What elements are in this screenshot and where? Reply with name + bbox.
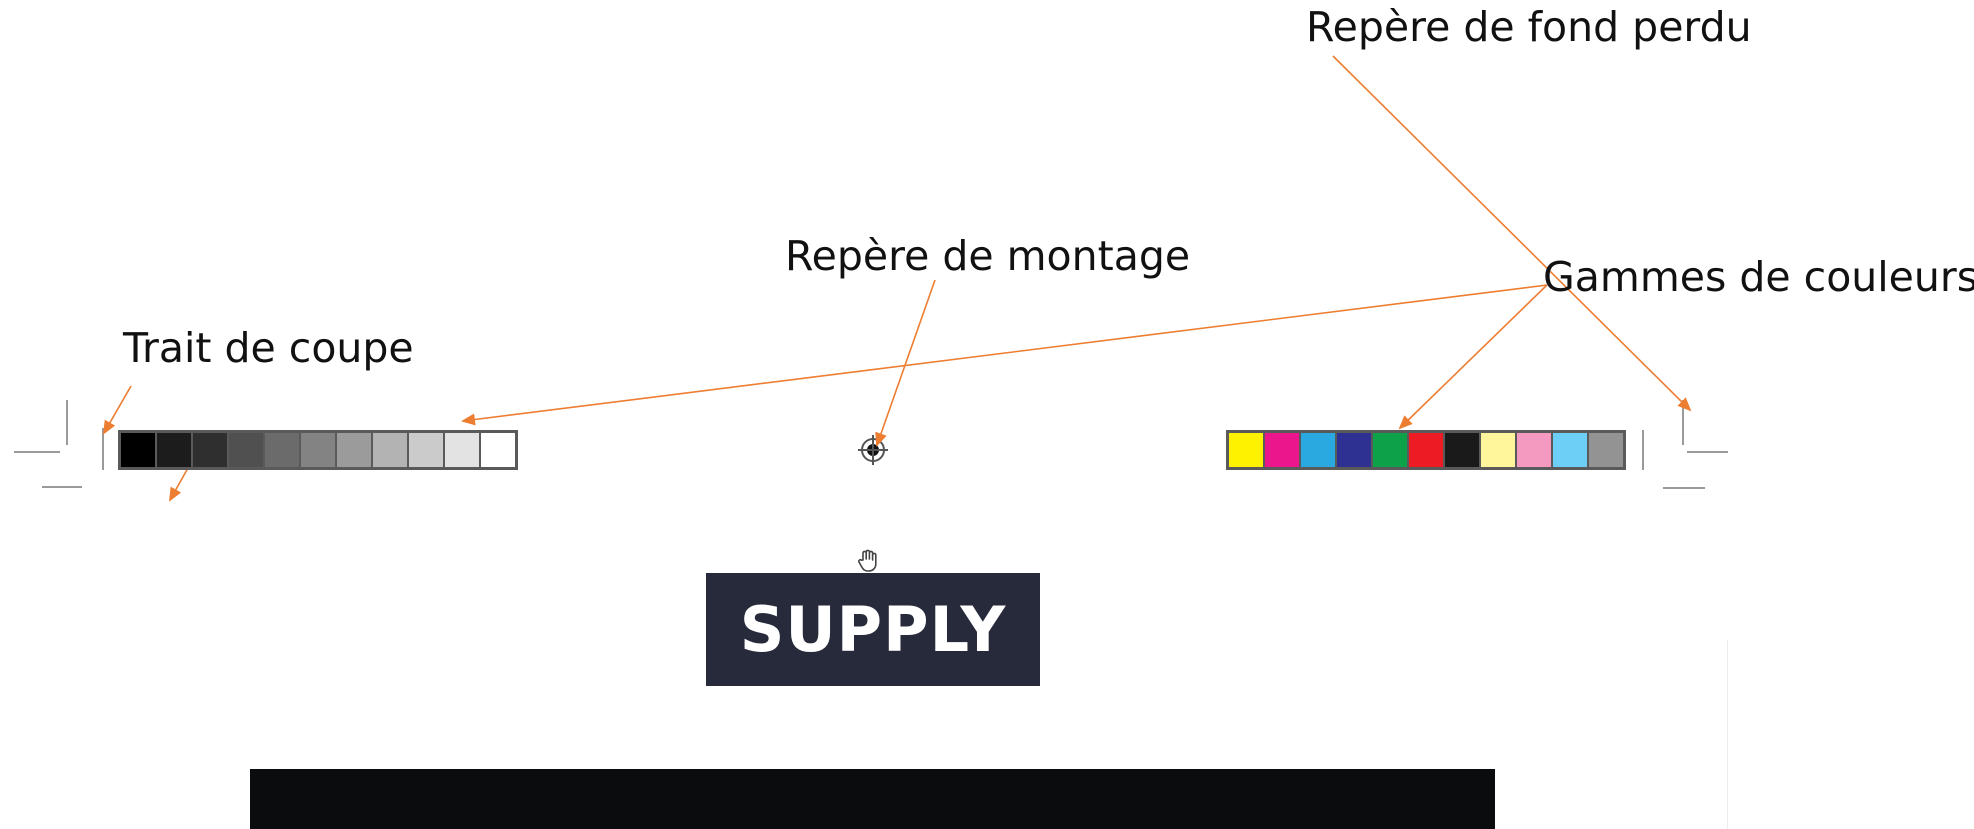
crop-mark-label: Trait de coupe: [123, 324, 414, 372]
right-crop-marks: [1642, 400, 1728, 489]
gray-swatch-2: [157, 433, 191, 467]
color-swatch-1: [1229, 433, 1263, 467]
gray-swatch-3: [193, 433, 227, 467]
bleed-mark-label: Repère de fond perdu: [1306, 3, 1752, 51]
color-swatch-3: [1301, 433, 1335, 467]
gray-swatch-9: [409, 433, 443, 467]
color-swatch-4: [1337, 433, 1371, 467]
color-swatch-8: [1481, 433, 1515, 467]
color-bars-label: Gammes de couleurs: [1543, 253, 1974, 301]
arrow-gray-color-bar: [461, 284, 1548, 426]
gray-swatch-7: [337, 433, 371, 467]
supply-logo: SUPPLY: [706, 573, 1040, 686]
color-swatch-11: [1589, 433, 1623, 467]
arrow-registration-mark: [875, 279, 936, 447]
arrow-color-bar: [1398, 284, 1548, 430]
color-swatch-7: [1445, 433, 1479, 467]
color-swatch-5: [1373, 433, 1407, 467]
gray-swatch-1: [121, 433, 155, 467]
gray-swatch-10: [445, 433, 479, 467]
color-swatch-6: [1409, 433, 1443, 467]
dark-image-band: [250, 769, 1495, 829]
gray-swatch-11: [481, 433, 515, 467]
arrow-crop-mark-upper: [103, 385, 132, 435]
arrow-bleed-mark: [1332, 55, 1692, 412]
crosshair-target-icon: [858, 435, 888, 465]
gray-swatch-4: [229, 433, 263, 467]
page-edge-line: [1727, 640, 1728, 829]
gray-swatch-5: [265, 433, 299, 467]
color-swatch-2: [1265, 433, 1299, 467]
color-swatch-10: [1553, 433, 1587, 467]
left-crop-marks: [14, 400, 104, 488]
registration-mark-label: Repère de montage: [785, 232, 1191, 280]
grayscale-color-bar: [118, 430, 518, 470]
gray-swatch-6: [301, 433, 335, 467]
gray-swatch-8: [373, 433, 407, 467]
hand-cursor-icon: [858, 549, 877, 572]
supply-logo-text: SUPPLY: [739, 593, 1007, 666]
cmyk-color-bar: [1226, 430, 1626, 470]
color-swatch-9: [1517, 433, 1551, 467]
